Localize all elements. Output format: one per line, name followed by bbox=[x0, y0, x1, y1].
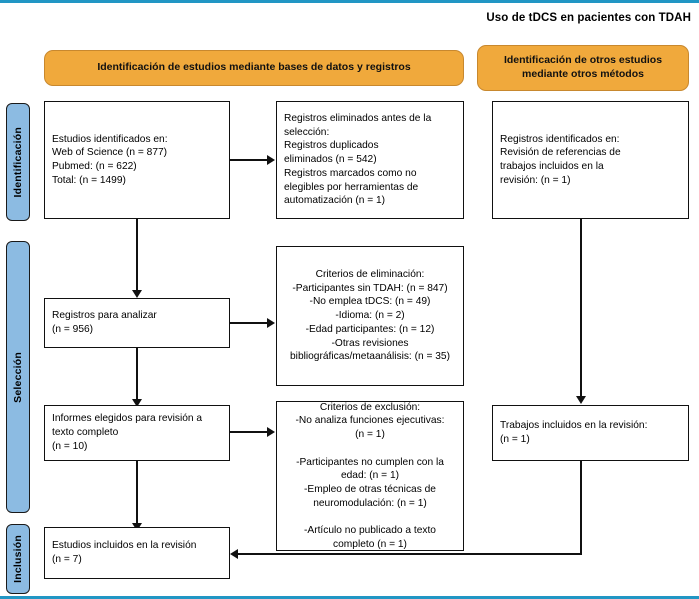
stage-tab-inclusion-label: Inclusión bbox=[12, 535, 24, 583]
node-records-removed: Registros eliminados antes de la selecci… bbox=[276, 101, 464, 219]
stage-tab-seleccion-label: Selección bbox=[12, 351, 24, 403]
node-studies-included: Estudios incluidos en la revisión (n = 7… bbox=[44, 527, 230, 579]
page-title: Uso de tDCS en pacientes con TDAH bbox=[486, 12, 691, 24]
connector-screened-to-elimination bbox=[230, 322, 268, 324]
connector-fulltext-to-exclusion bbox=[230, 431, 268, 433]
node-reports-fulltext: Informes elegidos para revisión a texto … bbox=[44, 405, 230, 461]
node-records-removed-text: Registros eliminados antes de la selecci… bbox=[284, 113, 432, 207]
connector-other-included-down bbox=[580, 461, 582, 555]
stage-tab-identificacion-label: Identificación bbox=[12, 126, 24, 198]
node-elimination-criteria-text: Criterios de eliminación: -Participantes… bbox=[290, 269, 450, 363]
node-other-included: Trabajos incluidos en la revisión: (n = … bbox=[492, 405, 689, 461]
header-other-methods: Identificación de otros estudios mediant… bbox=[477, 45, 689, 91]
connector-other-included-to-included bbox=[238, 553, 581, 555]
arrowhead-screened-to-elimination bbox=[267, 318, 275, 328]
arrowhead-other-included-to-included bbox=[230, 549, 238, 559]
arrowhead-other-identified-to-other-included bbox=[576, 396, 586, 404]
node-elimination-criteria: Criterios de eliminación: -Participantes… bbox=[276, 246, 464, 386]
node-other-included-text: Trabajos incluidos en la revisión: (n = … bbox=[500, 420, 648, 445]
node-studies-identified-text: Estudios identificados en: Web of Scienc… bbox=[52, 133, 168, 186]
node-other-records-identified-text: Registros identificados en: Revisión de … bbox=[500, 133, 621, 186]
node-exclusion-criteria: Criterios de exclusión: -No analiza func… bbox=[276, 401, 464, 551]
connector-identified-to-removed bbox=[230, 159, 268, 161]
node-reports-fulltext-text: Informes elegidos para revisión a texto … bbox=[52, 413, 203, 452]
node-studies-identified: Estudios identificados en: Web of Scienc… bbox=[44, 101, 230, 219]
connector-fulltext-to-included bbox=[136, 461, 138, 524]
arrowhead-identified-to-removed bbox=[267, 155, 275, 165]
node-studies-included-text: Estudios incluidos en la revisión (n = 7… bbox=[52, 540, 197, 565]
arrowhead-screened-to-fulltext bbox=[132, 399, 142, 407]
header-databases: Identificación de estudios mediante base… bbox=[44, 50, 464, 86]
node-exclusion-criteria-text: Criterios de exclusión: -No analiza func… bbox=[295, 401, 445, 550]
stage-tab-inclusion: Inclusión bbox=[6, 524, 30, 594]
arrowhead-identified-to-screened bbox=[132, 290, 142, 298]
stage-tab-identificacion: Identificación bbox=[6, 103, 30, 221]
node-records-screened: Registros para analizar (n = 956) bbox=[44, 298, 230, 348]
node-other-records-identified: Registros identificados en: Revisión de … bbox=[492, 101, 689, 219]
node-records-screened-text: Registros para analizar (n = 956) bbox=[52, 310, 157, 335]
stage-tab-seleccion: Selección bbox=[6, 241, 30, 513]
connector-identified-to-screened bbox=[136, 219, 138, 291]
connector-other-identified-to-other-included bbox=[580, 219, 582, 397]
arrowhead-fulltext-to-exclusion bbox=[267, 427, 275, 437]
connector-screened-to-fulltext bbox=[136, 348, 138, 400]
